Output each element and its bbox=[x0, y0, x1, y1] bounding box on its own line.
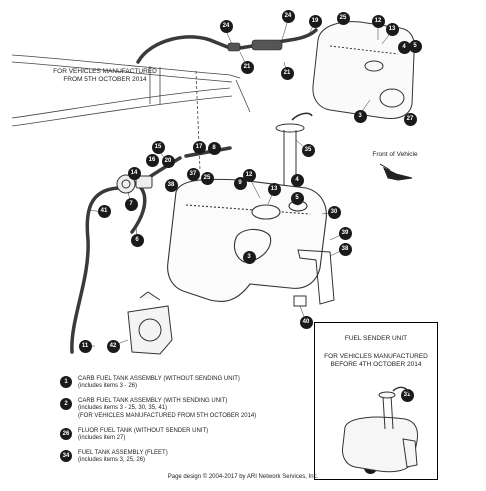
fuel-pump bbox=[116, 174, 153, 194]
callout-badge[interactable]: 9 bbox=[233, 176, 247, 190]
callout-badge[interactable]: 42 bbox=[106, 339, 120, 353]
callout-badge[interactable]: 13 bbox=[385, 22, 399, 36]
callout-badge[interactable]: 13 bbox=[267, 182, 281, 196]
callout-badge[interactable]: 3 bbox=[353, 109, 367, 123]
callout-badge[interactable]: 20 bbox=[161, 154, 175, 168]
callout-badge[interactable]: 38 bbox=[338, 242, 352, 256]
legend-line1: FUEL TANK ASSEMBLY (FLEET) bbox=[78, 450, 168, 456]
callout-badge[interactable]: 37 bbox=[186, 167, 200, 181]
legend-text: FLUOR FUEL TANK (WITHOUT SENDER UNIT)(in… bbox=[78, 428, 208, 443]
legend-text: CARB FUEL TANK ASSEMBLY (WITHOUT SENDING… bbox=[78, 376, 240, 391]
fuel-tank-top-right bbox=[312, 21, 415, 119]
legend-row: 2 CARB FUEL TANK ASSEMBLY (WITH SENDING U… bbox=[60, 398, 256, 420]
footer-copyright: Page design © 2004-2017 by ARI Network S… bbox=[167, 474, 319, 480]
callout-badge[interactable]: 25 bbox=[336, 11, 350, 25]
legend-line2: (includes items 3, 25, 26) bbox=[78, 457, 146, 464]
callout-badge[interactable]: 7 bbox=[124, 197, 138, 211]
inset-title: FUEL SENDER UNIT bbox=[344, 335, 408, 342]
callout-badge[interactable]: 38 bbox=[164, 178, 178, 192]
legend-line1: CARB FUEL TANK ASSEMBLY (WITH SENDING UN… bbox=[78, 398, 228, 404]
callout-badge[interactable]: 16 bbox=[145, 153, 159, 167]
legend-line2: (includes item 27) bbox=[78, 435, 126, 442]
callout-badge[interactable]: 30 bbox=[327, 205, 341, 219]
legend-row: 26 FLUOR FUEL TANK (WITHOUT SENDER UNIT)(… bbox=[60, 428, 208, 443]
main-fuel-tank bbox=[167, 178, 327, 302]
callout-badge[interactable]: 17 bbox=[192, 140, 206, 154]
legend-badge: 34 bbox=[60, 450, 72, 462]
callout-badge[interactable]: 24 bbox=[281, 9, 295, 23]
inline-filter bbox=[227, 39, 283, 52]
callout-badge[interactable]: 41 bbox=[97, 204, 111, 218]
fuel-sender-inset: FUEL SENDER UNIT FOR VEHICLES MANUFACTUR… bbox=[314, 322, 438, 480]
callout-badge[interactable]: 4 bbox=[397, 40, 411, 54]
callout-badge[interactable]: 24 bbox=[219, 19, 233, 33]
legend-badge: 1 bbox=[60, 376, 72, 388]
legend-row: 34 FUEL TANK ASSEMBLY (FLEET)(includes it… bbox=[60, 450, 168, 465]
callout-badge[interactable]: 39 bbox=[338, 226, 352, 240]
legend-badge: 2 bbox=[60, 398, 72, 410]
legend-line2: (includes items 3 - 25, 30, 35, 41) bbox=[78, 405, 168, 412]
callout-badge[interactable]: 11 bbox=[78, 339, 92, 353]
callout-badge[interactable]: 21 bbox=[280, 66, 294, 80]
manufactured-after-line1: FOR VEHICLES MANUFACTURED bbox=[53, 68, 157, 75]
legend-text: FUEL TANK ASSEMBLY (FLEET)(includes item… bbox=[78, 450, 168, 465]
front-of-vehicle-label: Front of Vehicle bbox=[372, 151, 418, 158]
callout-badge[interactable]: 5 bbox=[290, 191, 304, 205]
callout-badge[interactable]: 8 bbox=[207, 141, 221, 155]
legend-line2: (includes items 3 - 26) bbox=[78, 383, 138, 390]
inset-line2: BEFORE 4TH OCTOBER 2014 bbox=[330, 361, 422, 368]
callout-badge[interactable]: 14 bbox=[127, 166, 141, 180]
callout-badge[interactable]: 19 bbox=[308, 14, 322, 28]
callout-badge[interactable]: 25 bbox=[200, 171, 214, 185]
callout-badge[interactable]: 4 bbox=[290, 173, 304, 187]
callout-badge[interactable]: 27 bbox=[403, 112, 417, 126]
callout-badge[interactable]: 6 bbox=[130, 233, 144, 247]
legend-line1: FLUOR FUEL TANK (WITHOUT SENDER UNIT) bbox=[78, 428, 209, 434]
callout-badge[interactable]: 40 bbox=[299, 315, 313, 329]
legend-badge: 26 bbox=[60, 428, 72, 440]
callout-badge[interactable]: 12 bbox=[242, 168, 256, 182]
legend-line1: CARB FUEL TANK ASSEMBLY (WITHOUT SENDING… bbox=[78, 376, 240, 382]
callout-badge[interactable]: 5 bbox=[408, 39, 422, 53]
front-arrow bbox=[379, 163, 413, 181]
legend-row: 1 CARB FUEL TANK ASSEMBLY (WITHOUT SENDIN… bbox=[60, 376, 240, 391]
frame-lines bbox=[11, 54, 251, 171]
manufactured-after-line2: FROM 5TH OCTOBER 2014 bbox=[63, 76, 147, 83]
callout-badge[interactable]: 3 bbox=[242, 250, 256, 264]
carburetor bbox=[127, 291, 173, 355]
legend-text: CARB FUEL TANK ASSEMBLY (WITH SENDING UN… bbox=[78, 398, 256, 420]
callout-badge[interactable]: 15 bbox=[151, 140, 165, 154]
inset-line1: FOR VEHICLES MANUFACTURED bbox=[324, 353, 428, 360]
callout-badge[interactable]: 35 bbox=[301, 143, 315, 157]
manufactured-after-note: FOR VEHICLES MANUFACTURED FROM 5TH OCTOB… bbox=[46, 68, 164, 84]
callout-badge[interactable]: 12 bbox=[371, 14, 385, 28]
inset-drawing bbox=[342, 386, 418, 473]
callout-badge[interactable]: 31 bbox=[400, 388, 414, 402]
callout-badge[interactable]: 21 bbox=[240, 60, 254, 74]
legend-line3: (FOR VEHICLES MANUFACTURED FROM 5TH OCTO… bbox=[78, 412, 257, 419]
